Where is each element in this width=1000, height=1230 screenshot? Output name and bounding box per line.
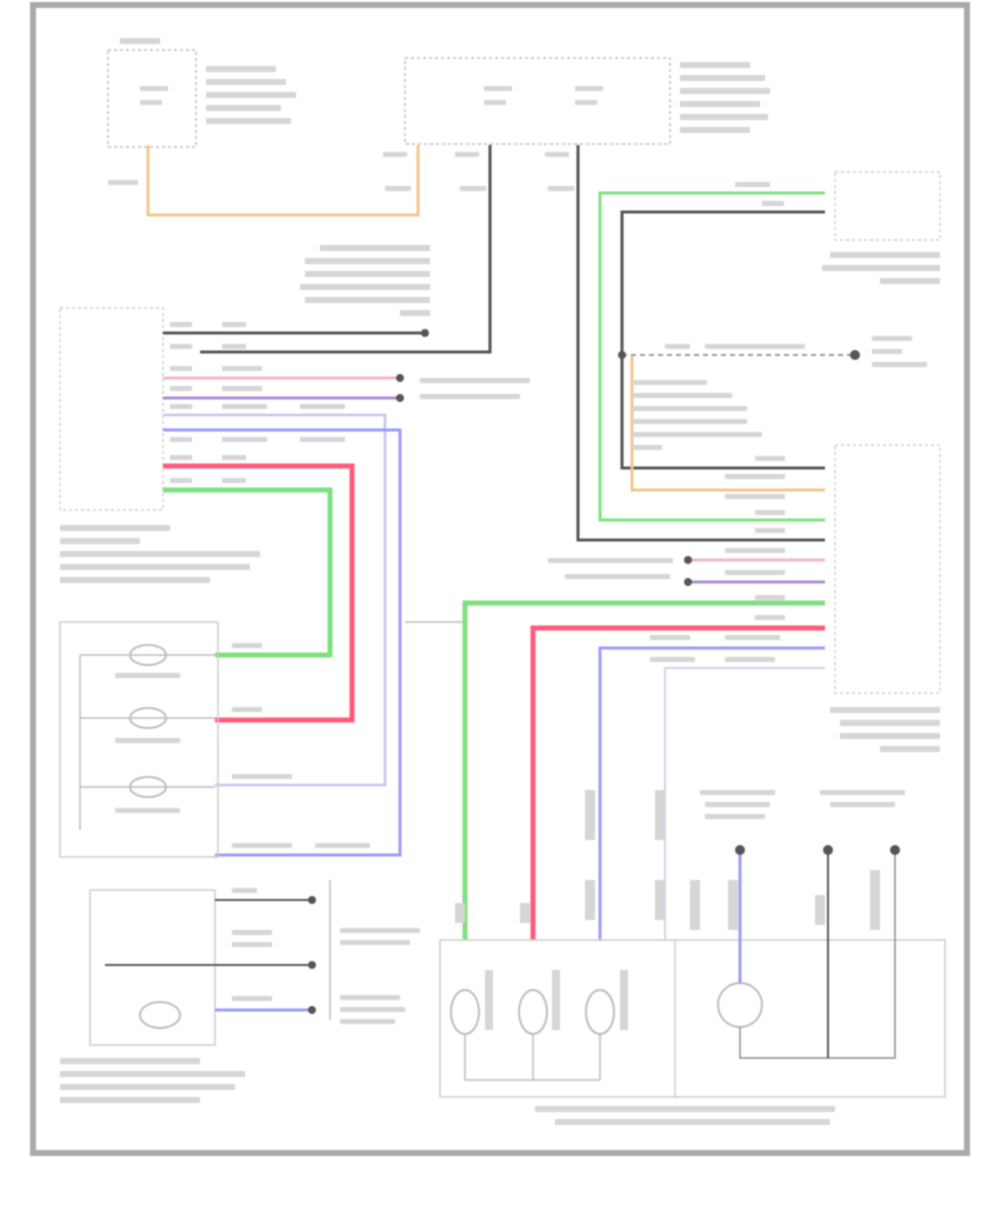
splice-2 [396, 374, 404, 382]
ecm-label-text [108, 62, 770, 191]
splice-3 [396, 394, 404, 402]
splice-sensor-3 [308, 1006, 316, 1014]
wire-black-ecm-2 [576, 145, 825, 542]
tcm-block [834, 444, 941, 694]
combination-meter-label [822, 252, 940, 284]
fluid-temp-sensor [717, 982, 763, 1028]
control-valve-block [439, 939, 946, 1098]
splice-tcm-2 [684, 578, 692, 586]
right-wire-labels [632, 182, 927, 450]
tcm-label [830, 707, 940, 752]
splice-tcm-1 [684, 556, 692, 564]
ecm-power-block [404, 57, 671, 145]
wire-black-ecm-1 [200, 145, 492, 354]
wire-red-valve [530, 625, 825, 940]
engine-room-harness-block [59, 621, 219, 858]
wire-row-green [163, 487, 333, 658]
diagram-frame [30, 2, 970, 1156]
wire-row-red [163, 463, 355, 723]
wire-orange-right [630, 355, 825, 492]
speed-sensor-label-text [60, 888, 420, 1103]
ipdm-label-text [120, 38, 296, 124]
wire-green-valve [462, 600, 825, 940]
wire-row-blue [163, 428, 402, 857]
wire-row-gray-1 [163, 413, 387, 787]
wire-gray-valve [664, 667, 825, 940]
connector-pin-1 [735, 845, 745, 855]
tcm-wire-labels [548, 456, 785, 662]
solenoid-coils [450, 989, 615, 1081]
wire-temp-return [739, 850, 896, 1059]
combination-meter-block [834, 171, 941, 241]
splice-sensor-2 [308, 961, 316, 969]
wire-green-right [598, 191, 825, 522]
trs-label-text [60, 525, 260, 583]
splice-sensor-1 [308, 896, 316, 904]
sensor-oval-labels [115, 643, 370, 848]
control-valve-label-text [455, 790, 905, 1125]
transmission-range-switch-block [59, 307, 164, 511]
harness-note-text [300, 245, 430, 316]
sensor-ovals [79, 644, 215, 830]
splice-right-2 [850, 350, 860, 360]
splice-1 [421, 329, 429, 337]
wire-row-labels [170, 322, 530, 483]
ipdm-fuse-block [107, 49, 197, 148]
connector-pin-3 [890, 845, 900, 855]
wire-orange-supply [146, 145, 420, 217]
connector-pin-2 [823, 845, 833, 855]
wire-black-right [620, 210, 825, 470]
speed-sensor-coil [139, 1001, 181, 1029]
splice-right-1 [618, 351, 626, 359]
wire-blue-valve [598, 646, 825, 940]
input-speed-sensor-block [89, 889, 216, 1046]
